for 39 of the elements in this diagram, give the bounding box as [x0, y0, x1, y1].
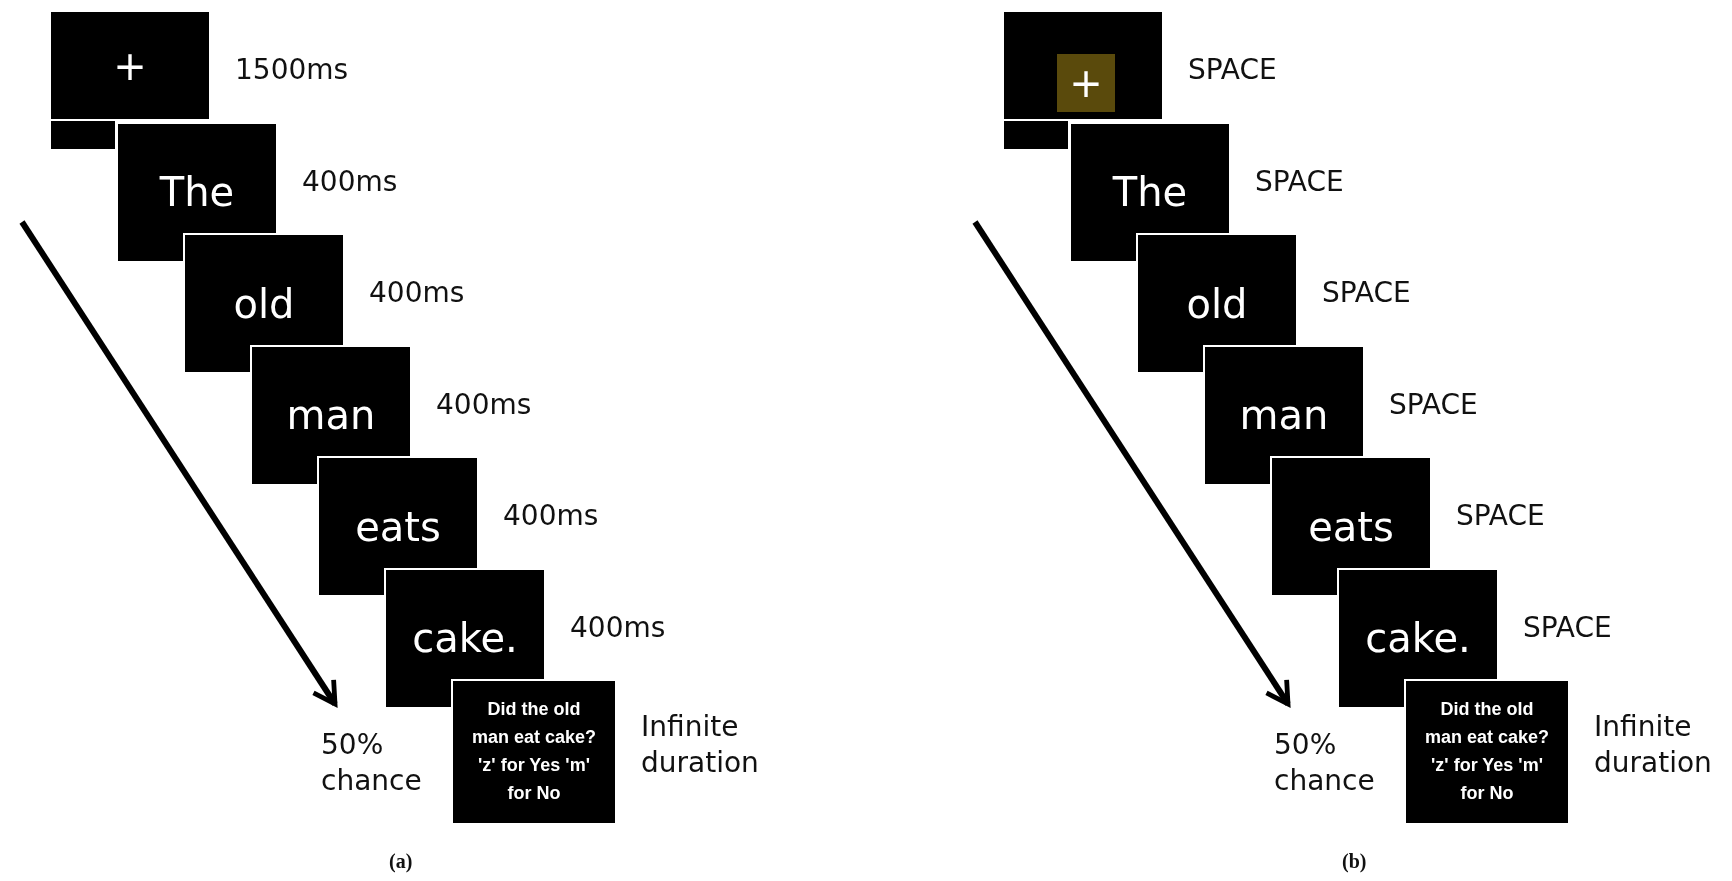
stimulus-word: eats	[1308, 506, 1394, 547]
duration-label: SPACE	[1188, 52, 1277, 88]
duration-label: SPACE	[1523, 609, 1612, 646]
probability-label: 50% chance	[321, 727, 423, 800]
stimulus-word: old	[1186, 283, 1248, 324]
stimulus-word: old	[233, 283, 295, 324]
duration-label: 400ms	[570, 609, 666, 646]
question-text: Did the old man eat cake?	[1424, 698, 1550, 750]
stimulus-word: cake.	[1365, 618, 1471, 658]
question-text: 'z' for Yes 'm' for No	[477, 754, 591, 805]
duration-label: SPACE	[1389, 386, 1478, 423]
stimulus-word: man	[286, 395, 376, 435]
duration-label: SPACE	[1322, 275, 1411, 311]
highlight-box	[1057, 54, 1115, 112]
probability-label: 50% chance	[1274, 727, 1376, 800]
question-text: Did the old man eat cake?	[471, 698, 597, 750]
duration-label: Infinite duration	[641, 709, 760, 782]
stimulus-screen	[1002, 10, 1164, 121]
stimulus-word: eats	[355, 506, 441, 547]
stimulus-word: The	[1112, 172, 1188, 212]
duration-label: 400ms	[302, 163, 398, 200]
panel-caption: (a)	[389, 850, 413, 873]
duration-label: SPACE	[1456, 498, 1545, 534]
duration-label: 400ms	[369, 275, 465, 311]
question-screen	[1404, 679, 1570, 825]
duration-label: 1500ms	[235, 52, 349, 88]
question-text: 'z' for Yes 'm' for No	[1430, 754, 1544, 805]
duration-label: Infinite duration	[1594, 709, 1713, 782]
duration-label: 400ms	[503, 498, 599, 534]
stimulus-word: +	[1069, 63, 1103, 103]
duration-label: SPACE	[1255, 163, 1344, 200]
stimulus-word: +	[113, 45, 147, 86]
panel-caption: (b)	[1342, 850, 1367, 873]
stimulus-word: cake.	[412, 618, 518, 658]
stimulus-word: man	[1239, 395, 1329, 435]
stimulus-word: The	[159, 172, 235, 212]
question-screen	[451, 679, 617, 825]
stimulus-screen	[49, 10, 211, 121]
duration-label: 400ms	[436, 386, 532, 423]
